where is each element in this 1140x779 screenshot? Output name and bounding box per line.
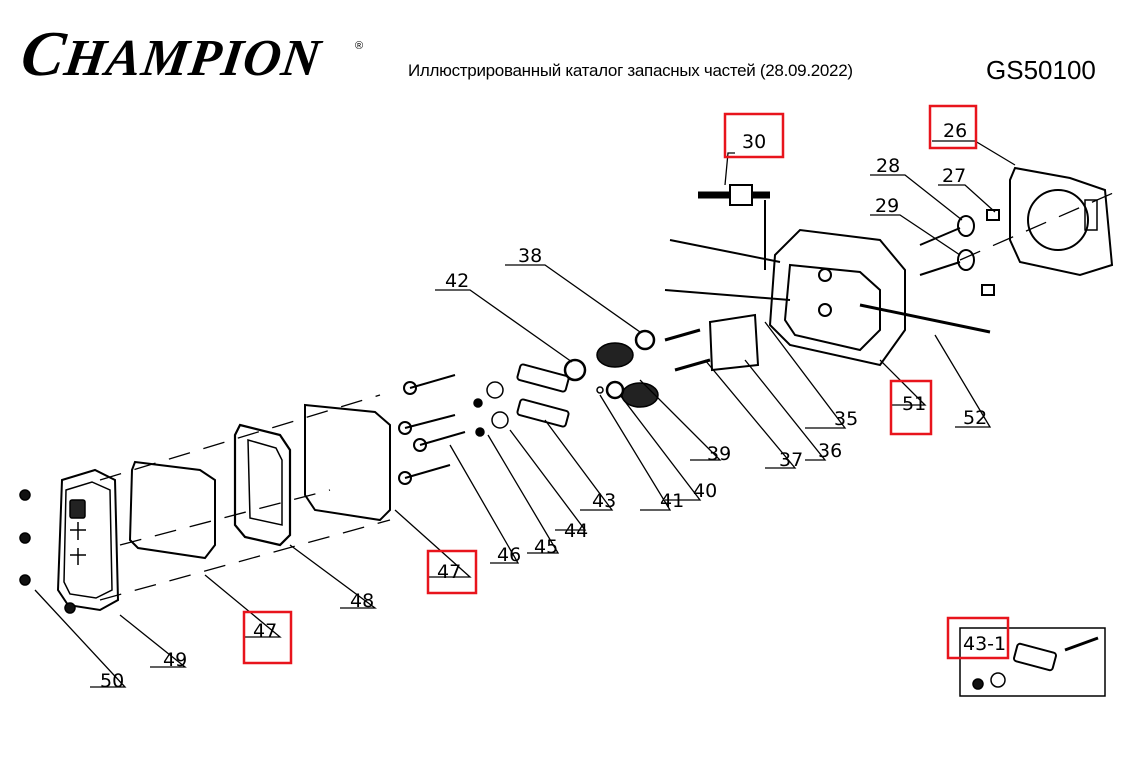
callout-47-left: 47 [253,620,277,642]
highlight-47-left [242,610,293,665]
catalog-subtitle: Иллюстрированный каталог запасных частей… [408,61,853,80]
callout-43-1: 43-1 [963,633,1006,655]
callout-labels: 26 27 28 29 30 35 36 37 38 39 40 41 42 4… [100,120,1006,692]
callout-37: 37 [779,449,803,471]
callout-26: 26 [943,120,967,142]
callout-45: 45 [534,536,558,558]
callout-38: 38 [518,245,542,267]
callout-50: 50 [100,670,124,692]
callout-41: 41 [660,490,684,512]
guide-lines [99,189,1121,601]
cover-bolts [19,489,76,614]
valve-cover [56,468,120,612]
callout-44: 44 [564,520,588,542]
callout-35: 35 [834,408,858,430]
inset-43-1 [959,627,1106,697]
head-gasket-slot [1084,199,1098,231]
callout-51: 51 [902,393,926,415]
callout-30: 30 [742,131,766,153]
callout-28: 28 [876,155,900,177]
callout-49: 49 [163,649,187,671]
callout-27: 27 [942,165,966,187]
callout-36: 36 [818,440,842,462]
callout-42: 42 [445,270,469,292]
callout-48: 48 [350,590,374,612]
head-gasket-bore [1027,189,1089,251]
callout-47-right: 47 [437,561,461,583]
highlight-boxes [242,104,1010,665]
cover-plate-inner [247,438,283,526]
leader-lines [34,140,1016,688]
model-number: GS50100 [986,55,1096,85]
callout-46: 46 [497,544,521,566]
highlight-43-1 [946,616,1010,660]
highlight-51 [889,379,933,436]
registered-mark: ® [355,40,364,52]
callout-39: 39 [707,443,731,465]
callout-52: 52 [963,407,987,429]
head-gasket [1009,166,1114,277]
callout-43: 43 [592,490,616,512]
callout-40: 40 [693,480,717,502]
gasket-left [128,460,216,560]
gasket-right [304,403,391,522]
callout-29: 29 [875,195,899,217]
highlight-47-right [426,549,478,595]
rocker-parts [473,328,711,437]
spark-plug [698,184,770,206]
cylinder-head [664,200,991,372]
head-bolts [398,374,466,485]
highlight-26 [928,104,978,150]
highlight-30 [723,112,785,159]
valves [919,209,1000,296]
cover-plate [233,423,292,547]
